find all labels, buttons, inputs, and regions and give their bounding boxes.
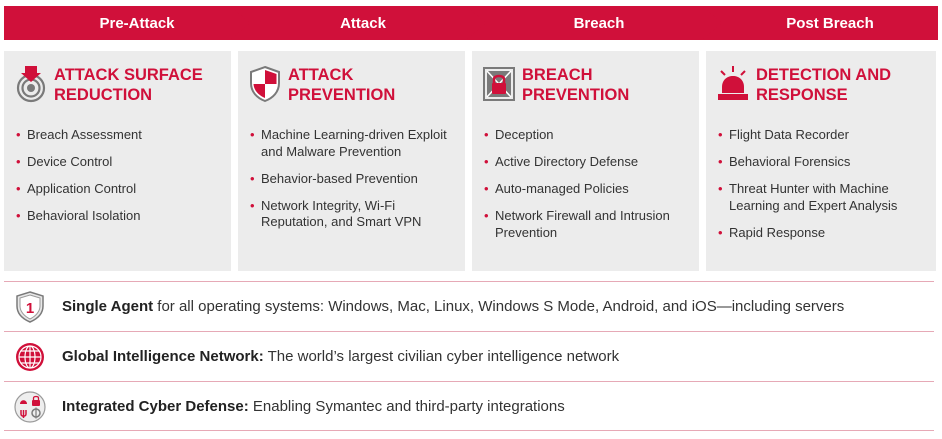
list-item: Network Firewall and Intrusion Preventio…: [484, 208, 693, 241]
list-item: Deception: [484, 127, 693, 144]
feature-text: Global Intelligence Network: The world’s…: [62, 348, 619, 365]
panel-title: Detection and Response: [756, 66, 892, 104]
stage-pre-attack: Pre-Attack: [4, 6, 270, 40]
panel-list: Flight Data Recorder Behavioral Forensic…: [718, 127, 930, 252]
list-item: Active Directory Defense: [484, 154, 693, 171]
panel-title: Attack Prevention: [288, 66, 396, 104]
panel-title: Breach Prevention: [522, 66, 630, 104]
list-item: Behavior-based Prevention: [250, 171, 459, 188]
stage-attack: Attack: [230, 6, 496, 40]
list-item: Auto-managed Policies: [484, 181, 693, 198]
list-item: Network Integrity, Wi-Fi Reputation, and…: [250, 198, 459, 231]
feature-row-single-agent: 1 Single Agent for all operating systems…: [4, 281, 934, 331]
stage-label: Attack: [340, 15, 386, 32]
list-item: Flight Data Recorder: [718, 127, 930, 144]
feature-text: Integrated Cyber Defense: Enabling Syman…: [62, 398, 565, 415]
list-item: Threat Hunter with Machine Learning and …: [718, 181, 930, 214]
svg-text:1: 1: [26, 300, 34, 317]
feature-bold: Single Agent: [62, 298, 154, 315]
list-item: Rapid Response: [718, 225, 930, 242]
panel-list: Machine Learning-driven Exploit and Malw…: [250, 127, 459, 241]
stage-banner: Pre-Attack Attack Breach Post Breach: [4, 6, 938, 40]
list-item: Behavioral Isolation: [16, 208, 225, 225]
lock-icon: [483, 67, 515, 101]
feature-row-integrated-cyber-defense: Integrated Cyber Defense: Enabling Syman…: [4, 381, 934, 431]
feature-desc: The world’s largest civilian cyber intel…: [263, 348, 620, 365]
integration-icon: [14, 391, 46, 423]
panel-attack-surface-reduction: Attack Surface Reduction Breach Assessme…: [4, 51, 231, 271]
panel-detection-and-response: Detection and Response Flight Data Recor…: [706, 51, 936, 271]
shield-icon: [250, 65, 280, 103]
target-arrow-icon: [16, 66, 46, 103]
stage-label: Pre-Attack: [99, 15, 175, 32]
feature-text: Single Agent for all operating systems: …: [62, 298, 844, 315]
list-item: Breach Assessment: [16, 127, 225, 144]
alarm-light-icon: [718, 66, 748, 100]
feature-bold: Integrated Cyber Defense:: [62, 398, 249, 415]
stage-label: Post Breach: [786, 15, 874, 32]
panel-breach-prevention: Breach Prevention Deception Active Direc…: [472, 51, 699, 271]
stage-breach: Breach: [466, 6, 732, 40]
feature-desc: for all operating systems: Windows, Mac,…: [153, 298, 845, 315]
list-item: Device Control: [16, 154, 225, 171]
feature-bold: Global Intelligence Network:: [62, 348, 264, 365]
panel-list: Breach Assessment Device Control Applica…: [16, 127, 225, 235]
globe-icon: [16, 343, 44, 371]
number-one-shield-icon: 1: [16, 291, 44, 323]
stage-label: Breach: [573, 15, 625, 32]
stage-post-breach: Post Breach: [702, 6, 938, 40]
list-item: Behavioral Forensics: [718, 154, 930, 171]
list-item: Machine Learning-driven Exploit and Malw…: [250, 127, 459, 160]
feature-row-global-intelligence: Global Intelligence Network: The world’s…: [4, 331, 934, 381]
feature-desc: Enabling Symantec and third-party integr…: [248, 398, 565, 415]
panel-list: Deception Active Directory Defense Auto-…: [484, 127, 693, 252]
panel-title: Attack Surface Reduction: [54, 66, 203, 104]
panel-attack-prevention: Attack Prevention Machine Learning-drive…: [238, 51, 465, 271]
list-item: Application Control: [16, 181, 225, 198]
